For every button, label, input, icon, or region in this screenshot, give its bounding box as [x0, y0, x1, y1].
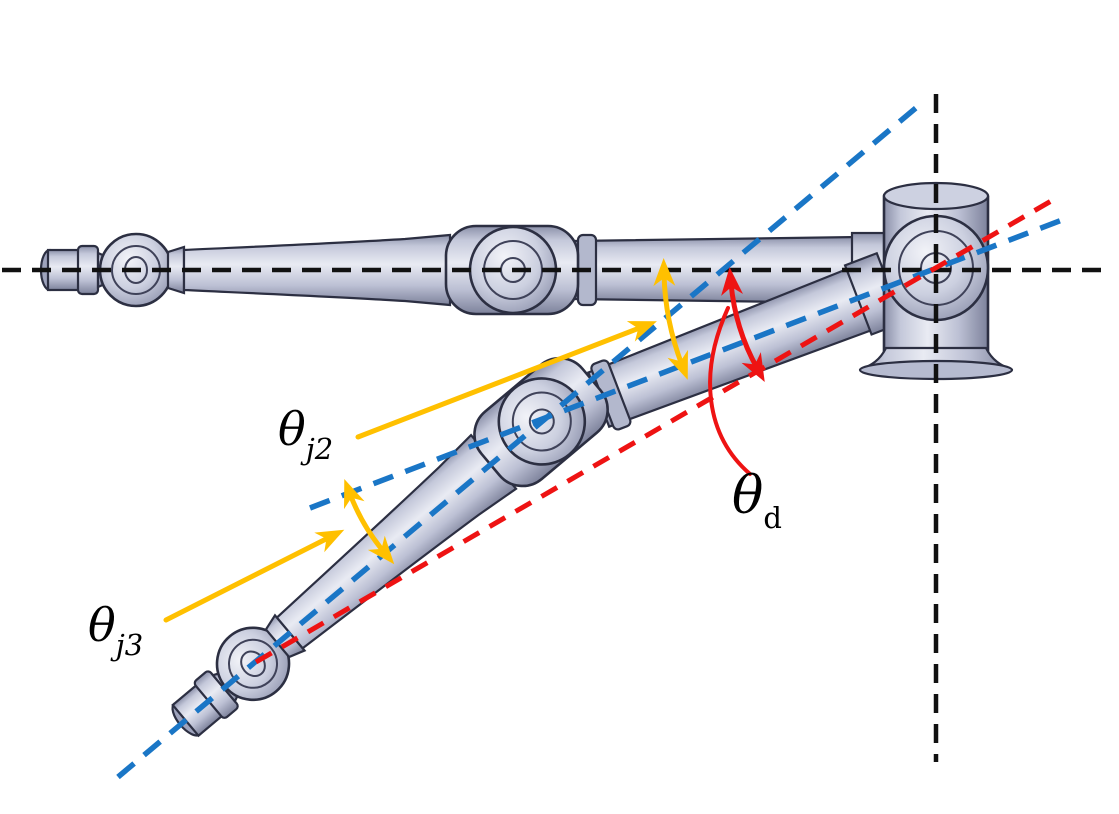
theta-d-leader-curve: [708, 306, 752, 476]
theta-j3-arc: [344, 479, 395, 565]
label-theta-j2: θj2: [278, 406, 333, 464]
theta-j3-symbol: θ: [88, 598, 116, 652]
theta-d-symbol: θ: [732, 466, 764, 526]
label-theta-d: θd: [732, 470, 782, 533]
label-theta-j3: θj3: [88, 602, 143, 660]
forearm-axis-line: [116, 99, 925, 780]
deflection-line: [254, 194, 1060, 665]
theta-j3-subscript: j3: [115, 628, 144, 663]
theta-j2-leader-arrow: [355, 321, 657, 440]
theta-j2-symbol: θ: [278, 402, 306, 456]
theta-d-subscript: d: [763, 501, 782, 536]
theta-j2-subscript: j2: [305, 432, 334, 467]
theta-d-arc: [721, 267, 765, 383]
theta-j2-arc: [653, 258, 688, 380]
theta-j3-leader-arrow: [163, 529, 345, 623]
